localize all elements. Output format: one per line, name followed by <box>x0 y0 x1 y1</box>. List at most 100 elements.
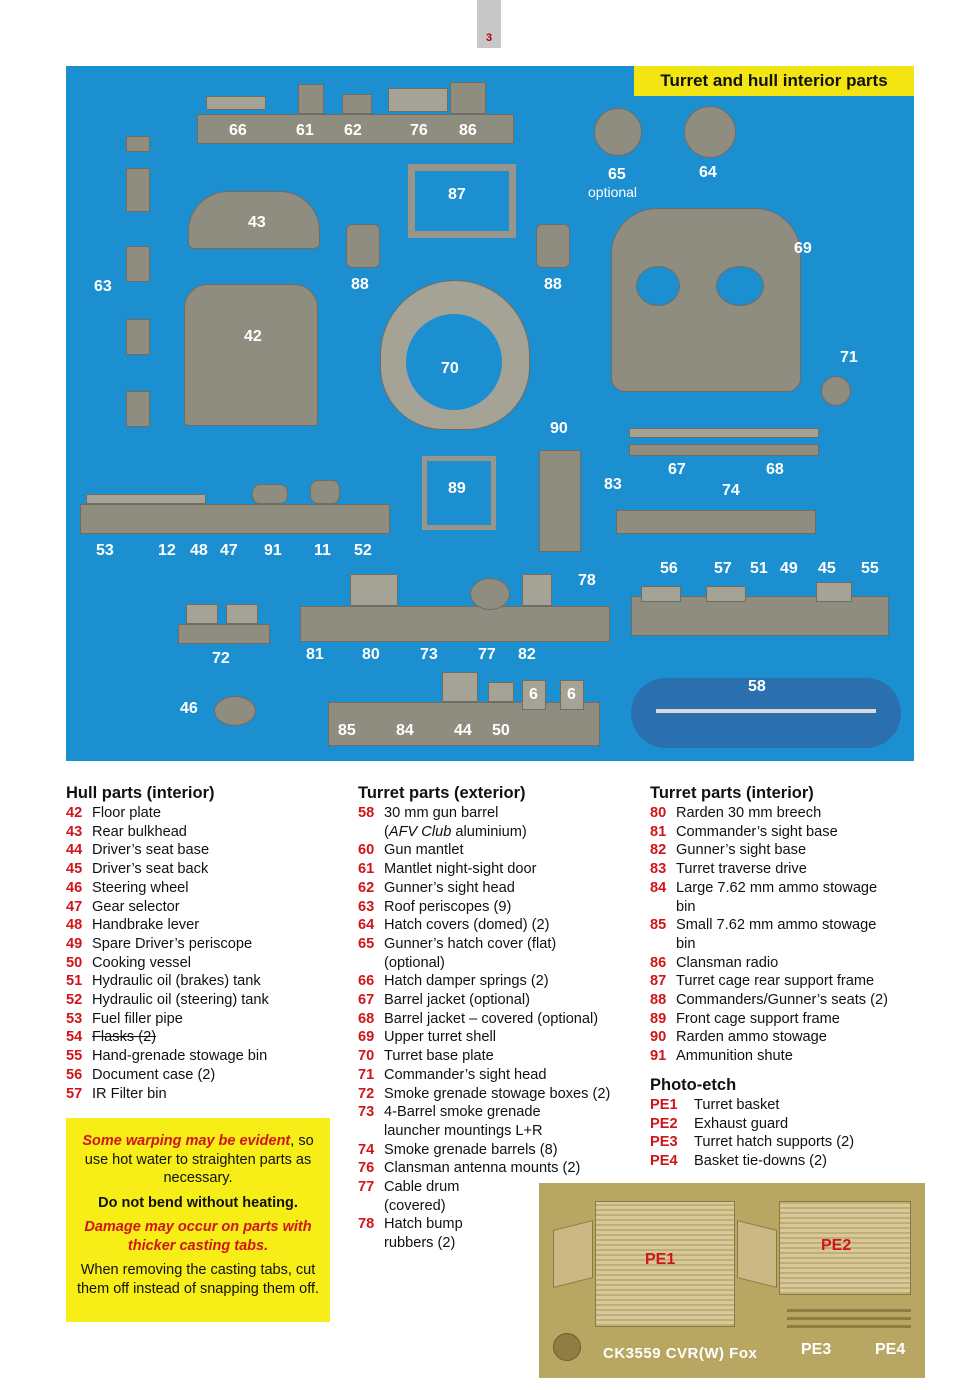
part-label: 88 <box>351 276 369 293</box>
part-description: Hydraulic oil (steering) tank <box>92 992 269 1009</box>
traverse-drive-sprue <box>616 510 816 534</box>
part-label: 68 <box>766 461 784 478</box>
periscope <box>126 168 150 212</box>
sprue-part <box>442 672 478 702</box>
part-label: 88 <box>544 276 562 293</box>
part-description: Gunner’s sight base <box>676 842 807 859</box>
part-label: 70 <box>441 360 459 377</box>
part-label: 64 <box>699 164 717 181</box>
part-number: 64 <box>358 917 375 934</box>
part-description: (AFV Club aluminium) <box>384 823 527 840</box>
list-item: rubbers (2) <box>358 1234 630 1253</box>
front-cage-frame <box>422 456 496 530</box>
base-plate-opening <box>406 314 502 410</box>
part-description: Gear selector <box>92 898 180 915</box>
part-number: PE1 <box>650 1096 678 1113</box>
part-description: bin <box>676 898 696 915</box>
part-description: Barrel jacket (optional) <box>384 992 531 1009</box>
part-label: 58 <box>748 678 766 695</box>
part-description: Gun mantlet <box>384 842 464 859</box>
part-number <box>358 1122 384 1141</box>
sprue-part <box>522 574 552 606</box>
part-number <box>358 1234 384 1253</box>
sprue-part <box>388 88 448 112</box>
part-label: 72 <box>212 650 230 667</box>
warping-warning: Some warping may be evident, so use hot … <box>66 1118 330 1322</box>
part-description: Large 7.62 mm ammo stowage <box>676 879 878 896</box>
part-label: 91 <box>264 542 282 559</box>
gun-barrel <box>656 709 876 713</box>
kit-name: CK3559 CVR(W) Fox <box>603 1345 758 1362</box>
sprue-part <box>450 82 486 114</box>
part-description: Small 7.62 mm ammo stowage <box>676 917 877 934</box>
pe3-label: PE3 <box>801 1341 832 1358</box>
part-description: Document case (2) <box>92 1066 216 1083</box>
turret-hole <box>636 266 680 306</box>
part-note: optional <box>588 184 638 200</box>
part-label: 65 <box>608 166 626 183</box>
periscope <box>126 136 150 152</box>
list-item: bin <box>650 898 925 917</box>
part-description: Turret hatch supports (2) <box>694 1134 855 1151</box>
list-item: 77 Cable drum <box>358 1178 630 1197</box>
part-description: Spare Driver’s periscope <box>92 935 253 952</box>
part-label: 43 <box>248 214 266 231</box>
smoke-stowage-boxes <box>178 624 270 644</box>
part-number: 55 <box>66 1048 83 1065</box>
part-number: PE3 <box>650 1134 678 1151</box>
part-description: Hand-grenade stowage bin <box>92 1048 268 1065</box>
part-label: 49 <box>780 560 798 577</box>
part-number: 72 <box>358 1085 375 1102</box>
part-number: 46 <box>66 879 83 896</box>
top-sprue-bar <box>197 114 514 144</box>
pe2-exhaust-guard <box>779 1201 911 1295</box>
hull-parts-heading: Hull parts (interior) <box>66 784 215 802</box>
part-label: 51 <box>750 560 768 577</box>
part-label: 82 <box>518 646 536 663</box>
part-number: 84 <box>650 879 667 896</box>
part-label: 83 <box>604 476 622 493</box>
photo-etch-heading: Photo-etch <box>650 1075 737 1094</box>
part-number: 69 <box>358 1029 375 1046</box>
part-label: 81 <box>306 646 324 663</box>
part-description: 30 mm gun barrel <box>384 805 499 821</box>
list-item: bin <box>650 935 925 954</box>
part-number: 71 <box>358 1066 375 1083</box>
part-number: 76 <box>358 1160 375 1177</box>
pe2-label: PE2 <box>821 1237 852 1254</box>
warning-text-2: When removing the casting tabs, cut them… <box>76 1262 320 1297</box>
periscope <box>126 319 150 355</box>
part-label: 6 <box>529 686 538 703</box>
part-description: Commander’s sight base <box>676 823 838 840</box>
list-item: (covered) <box>358 1197 630 1216</box>
seat <box>536 224 570 268</box>
seat <box>346 224 380 268</box>
part-number: 48 <box>66 917 83 934</box>
part-number: 53 <box>66 1010 83 1027</box>
part-label: 52 <box>354 542 372 559</box>
part-label: 55 <box>861 560 879 577</box>
part-label: 12 <box>158 542 176 559</box>
part-label: 84 <box>396 722 414 739</box>
part-description: Cable drum <box>384 1179 460 1196</box>
part-description: Turret basket <box>694 1096 780 1113</box>
part-number: 62 <box>358 879 375 896</box>
steering-wheel <box>214 696 256 726</box>
photo-badge: Turret and hull interior parts <box>634 66 914 96</box>
part-label: 48 <box>190 542 208 559</box>
part-number: 77 <box>358 1179 375 1196</box>
pe1-side-right <box>737 1220 777 1288</box>
